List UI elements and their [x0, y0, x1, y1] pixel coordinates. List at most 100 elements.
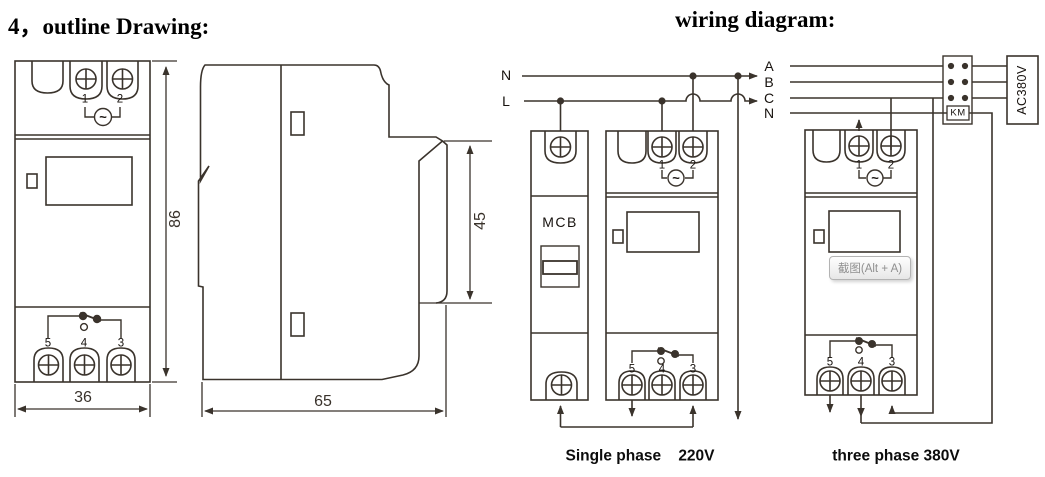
terminal-label-3: 3	[117, 337, 125, 350]
terminal-arch	[69, 61, 103, 100]
ac-source-icon	[667, 169, 685, 187]
terminal-arch	[678, 131, 708, 164]
screw-terminal-icon	[819, 370, 841, 392]
ac-symbol: ~	[99, 109, 107, 125]
side-view-drawing	[197, 64, 492, 417]
line-label-N: N	[500, 67, 512, 83]
section-lines	[15, 134, 150, 308]
clip-slot	[290, 312, 305, 337]
terminal-arch	[106, 347, 136, 382]
ac-symbol: ~	[672, 170, 680, 186]
terminal-arch	[545, 371, 578, 400]
terminal-arch	[847, 366, 875, 395]
supply-label: AC380V	[1014, 65, 1029, 115]
line-label-C: C	[763, 90, 775, 106]
screw-terminal-icon	[682, 374, 704, 396]
supply-box	[1006, 55, 1039, 125]
mcb-label: MCB	[542, 214, 578, 230]
screw-terminal-icon	[75, 68, 97, 90]
terminal-label-5: 5	[826, 356, 834, 369]
terminal-arch	[816, 366, 844, 395]
terminal-arch	[33, 347, 64, 382]
contactor-body	[942, 55, 973, 125]
ac-source-icon	[866, 169, 884, 187]
drop-wires	[559, 76, 694, 131]
screw-terminal-icon	[37, 354, 60, 376]
ac-source-icon	[93, 107, 113, 127]
ac-symbol: ~	[871, 170, 879, 186]
wire-L	[524, 93, 758, 105]
mcb-toggle-handle	[542, 260, 578, 275]
line-label-B: B	[764, 74, 774, 90]
terminal-arch	[876, 130, 906, 163]
screw-terminal-icon	[682, 136, 704, 158]
screw-terminal-icon	[111, 68, 134, 90]
clip-slot	[290, 111, 305, 136]
outline-title: 4，outline Drawing:	[8, 14, 210, 39]
dimension-lines	[14, 60, 177, 417]
screw-terminal-icon	[110, 354, 132, 376]
screw-terminal-icon	[651, 374, 673, 396]
side-profile	[197, 64, 444, 381]
ac-bracket	[858, 170, 892, 179]
screw-terminal-icon	[651, 136, 673, 158]
screw-terminal-icon	[621, 374, 643, 396]
mcb-body	[530, 130, 589, 401]
screw-terminal-icon	[549, 136, 572, 158]
relay-contact	[47, 315, 122, 338]
phaseC-to-terminal3-wire	[888, 98, 934, 414]
screw-terminal-icon	[850, 370, 872, 392]
terminal-label-4: 4	[857, 356, 865, 369]
terminal-label-2: 2	[689, 159, 697, 172]
terminal-label-4: 4	[658, 363, 666, 376]
terminal-arch	[617, 131, 647, 164]
extension-lines	[419, 140, 492, 304]
terminal-label-1: 1	[855, 159, 863, 172]
terminal-label-3: 3	[888, 356, 896, 369]
dimension-lines	[201, 145, 474, 417]
mcb-toggle	[540, 245, 580, 288]
terminal-label-2: 2	[887, 159, 895, 172]
screw-terminal-icon	[881, 370, 903, 392]
timer-body	[605, 130, 719, 401]
terminal-label-1: 1	[658, 159, 666, 172]
display	[626, 211, 700, 253]
button	[612, 229, 624, 244]
terminal-label-3: 3	[689, 363, 697, 376]
front-view-drawing	[14, 60, 177, 417]
three-phase-caption: three phase 380V	[832, 447, 960, 465]
relay-contact	[829, 340, 893, 358]
dimension-height: 86	[167, 210, 184, 228]
terminal-arch	[544, 131, 577, 164]
arrow-out-terminal4	[857, 408, 865, 417]
button	[26, 173, 38, 189]
terminal-arch	[647, 131, 677, 164]
screw-terminal-icon	[848, 135, 870, 157]
device-body	[14, 60, 151, 383]
terminal-label-4: 4	[80, 337, 88, 350]
terminal-arch	[106, 61, 139, 100]
display	[828, 210, 901, 253]
button	[813, 229, 825, 244]
terminal-arch	[31, 61, 64, 94]
terminal-arch	[812, 130, 841, 163]
terminal-arch	[618, 370, 646, 400]
phase-wires	[790, 65, 943, 99]
terminal-arch	[679, 370, 707, 400]
ac-bracket	[84, 107, 121, 118]
ac-bracket	[661, 170, 694, 179]
screenshot-tooltip-text: 截图(Alt + A)	[837, 263, 903, 275]
dimension-depth: 65	[314, 393, 332, 410]
rear-mount-edge	[435, 140, 448, 304]
terminal-label-1: 1	[81, 93, 89, 106]
line-label-L: L	[502, 93, 510, 109]
terminal-arch	[648, 370, 676, 400]
terminal-arch	[878, 366, 906, 395]
display	[45, 156, 133, 206]
km-label: KM	[950, 107, 966, 119]
single-phase-circuit	[522, 72, 758, 428]
wiring-title: wiring diagram:	[675, 7, 836, 32]
dimension-width: 36	[74, 389, 92, 406]
